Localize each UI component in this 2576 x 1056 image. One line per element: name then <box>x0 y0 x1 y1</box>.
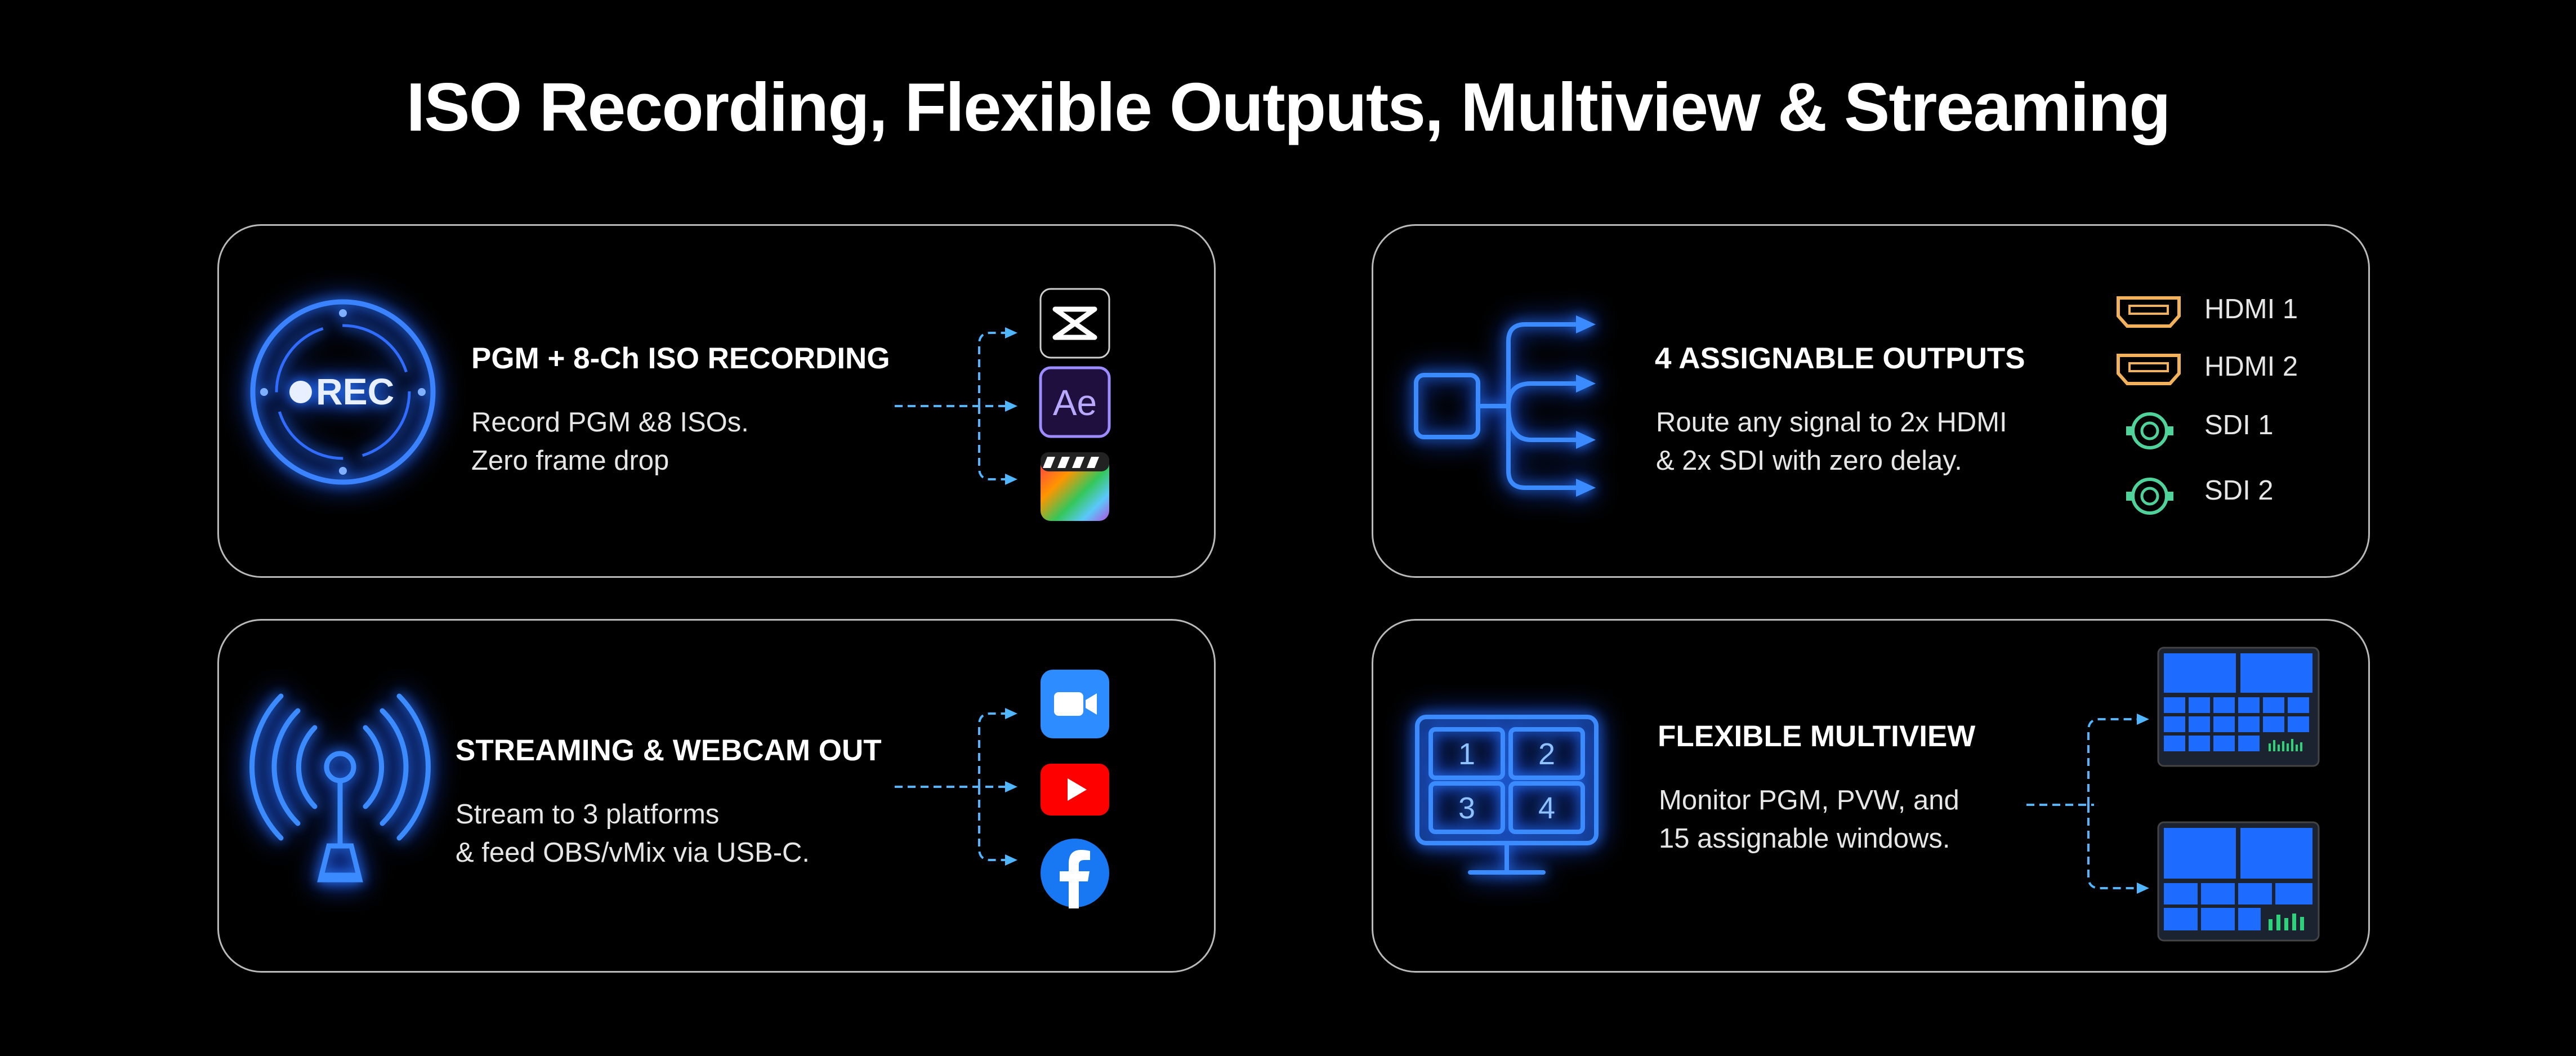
multiview-card: 1 2 3 4 FLEXIBLE MULTIVIEW Monitor PGM, … <box>1372 619 2370 973</box>
port-label-hdmi-1: HDMI 1 <box>2204 294 2298 324</box>
multiview-heading: FLEXIBLE MULTIVIEW <box>1658 720 1976 753</box>
svg-text:2: 2 <box>1538 737 1555 771</box>
page-title: ISO Recording, Flexible Outputs, Multivi… <box>406 69 2171 145</box>
rec-badge-label: REC <box>316 371 394 412</box>
outputs-desc-line2: & 2x SDI with zero delay. <box>1656 445 1962 476</box>
multiview-desc-line2: 15 assignable windows. <box>1659 823 1950 854</box>
recording-desc-line2: Zero frame drop <box>471 445 669 476</box>
sdi-port-icon <box>2126 478 2173 515</box>
recording-desc-line1: Record PGM &8 ISOs. <box>471 407 749 438</box>
hdmi-port-icon <box>2117 296 2181 328</box>
svg-text:1: 1 <box>1458 737 1475 771</box>
multiview-screen-preview <box>2157 647 2320 767</box>
final-cut-pro-icon <box>1041 452 1109 521</box>
streaming-arrows <box>895 708 1017 866</box>
recording-card: REC PGM + 8-Ch ISO RECORDING Record PGM … <box>217 224 1216 578</box>
streaming-card: STREAMING & WEBCAM OUT Stream to 3 platf… <box>217 619 1216 973</box>
multiview-monitor-icon: 1 2 3 4 <box>1415 715 1599 875</box>
svg-text:3: 3 <box>1458 791 1475 825</box>
multiview-arrows <box>2026 714 2149 894</box>
multiview-desc-line1: Monitor PGM, PVW, and <box>1659 785 1959 816</box>
rec-badge-icon: REC <box>250 299 436 485</box>
broadcast-tower-icon <box>249 693 431 883</box>
recording-arrows <box>895 327 1017 485</box>
after-effects-icon: Ae <box>1039 366 1111 438</box>
signal-split-icon <box>1414 315 1596 497</box>
recording-heading: PGM + 8-Ch ISO RECORDING <box>471 342 890 375</box>
youtube-icon <box>1041 764 1109 816</box>
outputs-heading: 4 ASSIGNABLE OUTPUTS <box>1655 342 2025 375</box>
svg-text:4: 4 <box>1538 791 1555 825</box>
multiview-screen-preview <box>2157 821 2320 942</box>
port-label-hdmi-2: HDMI 2 <box>2204 351 2298 382</box>
sdi-port-icon <box>2126 412 2173 449</box>
streaming-heading: STREAMING & WEBCAM OUT <box>456 734 882 767</box>
facebook-icon <box>1041 839 1109 908</box>
outputs-card: 4 ASSIGNABLE OUTPUTS Route any signal to… <box>1372 224 2370 578</box>
port-label-sdi-2: SDI 2 <box>2204 475 2274 506</box>
zoom-icon <box>1041 670 1109 738</box>
streaming-desc-line1: Stream to 3 platforms <box>456 799 720 830</box>
port-label-sdi-1: SDI 1 <box>2204 410 2274 440</box>
svg-text:Ae: Ae <box>1053 382 1097 423</box>
streaming-desc-line2: & feed OBS/vMix via USB-C. <box>456 837 810 868</box>
capcut-icon <box>1039 288 1110 359</box>
outputs-desc-line1: Route any signal to 2x HDMI <box>1656 407 2007 438</box>
hdmi-port-icon <box>2117 354 2181 385</box>
